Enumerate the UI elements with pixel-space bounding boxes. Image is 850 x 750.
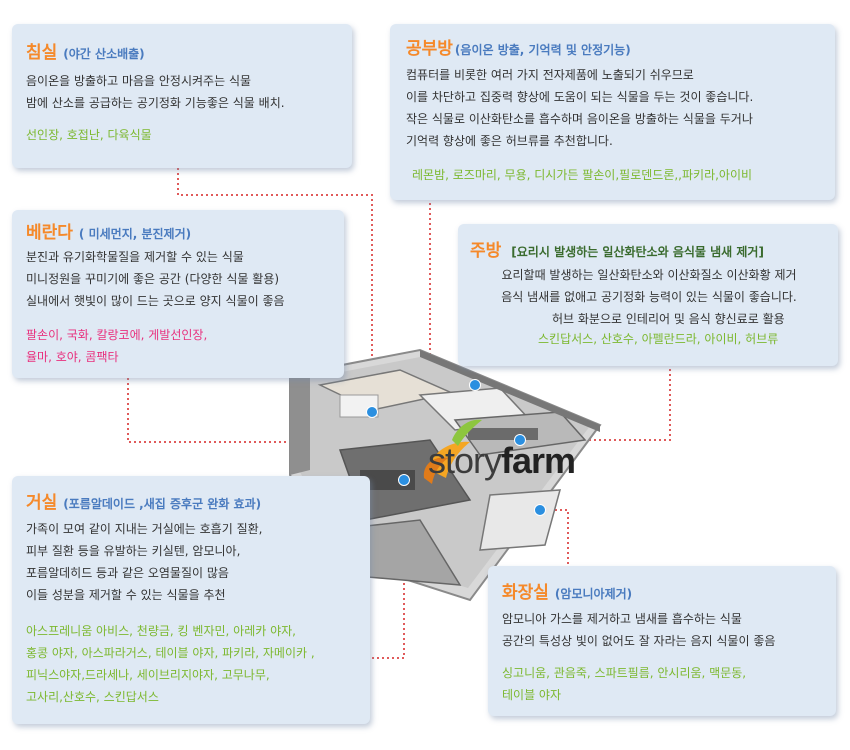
bedroom-description: 음이온을 방출하고 마음을 안정시켜주는 식물 밤에 산소를 공급하는 공기정화… (26, 70, 285, 114)
study-title: 공부방(음이온 방출, 기억력 및 안정기능) (406, 34, 631, 59)
living-description: 가족이 모여 같이 지내는 거실에는 호흡기 질환, 피부 질환 등을 유발하는… (26, 518, 262, 606)
study-title-text: 공부방 (406, 39, 453, 59)
study-plants-line: 레몬밤, 로즈마리, 무용, 디시가든 팔손이,필로덴드론,,파키라,아이비 (412, 168, 753, 182)
bathroom-plants-line: 테이블 야자 (502, 688, 562, 702)
kitchen-title: 주방 [요리시 발생하는 일산화탄소와 음식물 냄새 제거] (470, 236, 764, 261)
study-line: 기억력 향상에 좋은 허브류를 추천합니다. (406, 134, 613, 148)
bedroom-title: 침실 (야간 산소배출) (26, 38, 145, 63)
living-plants-line: 아스프레니움 아비스, 천량금, 킹 벤자민, 아레카 야자, (26, 624, 296, 638)
kitchen-title-text: 주방 (470, 241, 502, 261)
kitchen-line: 허브 화분으로 인테리어 및 음식 향신료로 활용 (552, 312, 785, 326)
veranda-line: 분진과 유기화학물질을 제거할 수 있는 식물 (26, 250, 244, 264)
kitchen-card: 주방 [요리시 발생하는 일산화탄소와 음식물 냄새 제거] 요리할때 발생하는 … (458, 224, 838, 366)
study-line: 이를 차단하고 집중력 향상에 도움이 되는 식물을 두는 것이 좋습니다. (406, 90, 754, 104)
kitchen-subtitle: [요리시 발생하는 일산화탄소와 음식물 냄새 제거] (511, 245, 764, 259)
study-description: 컴퓨터를 비롯한 여러 가지 전자제품에 노출되기 쉬우므로 이를 차단하고 집… (406, 64, 753, 152)
bathroom-card: 화장실 (암모니아제거) 암모니아 가스를 제거하고 냄새를 흡수하는 식물 공간… (488, 566, 836, 716)
living-line: 이들 성분을 제거할 수 있는 식물을 추천 (26, 588, 226, 602)
veranda-line: 미니정원을 꾸미기에 좋은 공간 (다양한 식물 활용) (26, 272, 280, 286)
bathroom-plants-line: 싱고니움, 관음죽, 스파트필름, 안시리움, 맥문동, (502, 666, 747, 680)
living-marker (398, 474, 410, 486)
logo-word-story: story (428, 440, 502, 481)
bathroom-line: 공간의 특성상 빛이 없어도 잘 자라는 음지 식물이 좋음 (502, 634, 776, 648)
logo-word-farm: farm (501, 440, 576, 481)
living-line: 가족이 모여 같이 지내는 거실에는 호흡기 질환, (26, 522, 263, 536)
bathroom-marker (534, 504, 546, 516)
study-subtitle: (음이온 방출, 기억력 및 안정기능) (454, 43, 631, 57)
veranda-title-text: 베란다 (26, 223, 73, 243)
story-farm-logo: storyfarm (428, 440, 576, 482)
bedroom-card: 침실 (야간 산소배출) 음이온을 방출하고 마음을 안정시켜주는 식물 밤에 산… (12, 24, 352, 168)
veranda-card: 베란다 ( 미세먼지, 분진제거) 분진과 유기화학물질을 제거할 수 있는 식물… (12, 210, 344, 378)
veranda-description: 분진과 유기화학물질을 제거할 수 있는 식물 미니정원을 꾸미기에 좋은 공간… (26, 246, 285, 312)
bedroom-line: 밤에 산소를 공급하는 공기정화 기능좋은 식물 배치. (26, 96, 285, 110)
veranda-subtitle: ( 미세먼지, 분진제거) (78, 227, 192, 241)
kitchen-line: 요리할때 발생하는 일산화탄소와 이산화질소 이산화황 제거 (501, 268, 797, 282)
bedroom-title-text: 침실 (26, 43, 58, 63)
living-subtitle: (포름알데이드 ,새집 증후군 완화 효과) (63, 497, 262, 511)
living-plants-line: 홍콩 야자, 아스파라거스, 테이블 야자, 파키라, 자메이카 , (26, 646, 315, 660)
kitchen-line: 음식 냄새를 없애고 공기정화 능력이 있는 식물이 좋습니다. (501, 290, 797, 304)
study-line: 작은 식물로 이산화탄소를 흡수하며 음이온을 방출하는 식물을 두거나 (406, 112, 753, 126)
study-line: 컴퓨터를 비롯한 여러 가지 전자제품에 노출되기 쉬우므로 (406, 68, 694, 82)
living-plants: 아스프레니움 아비스, 천량금, 킹 벤자민, 아레카 야자, 홍콩 야자, 아… (26, 620, 315, 708)
bedroom-marker (366, 406, 378, 418)
bedroom-subtitle: (야간 산소배출) (63, 47, 145, 61)
bedroom-line: 음이온을 방출하고 마음을 안정시켜주는 식물 (26, 74, 252, 88)
veranda-plants-line: 팔손이, 국화, 칼랑코에, 게발선인장, (26, 328, 208, 342)
veranda-plants-line: 율마, 호야, 콤팩타 (26, 350, 119, 364)
living-plants-line: 고사리,산호수, 스킨답서스 (26, 690, 159, 704)
kitchen-description: 요리할때 발생하는 일산화탄소와 이산화질소 이산화황 제거 음식 냄새를 없애… (472, 264, 826, 330)
bedroom-plants: 선인장, 호접난, 다육식물 (26, 124, 152, 146)
kitchen-marker (514, 434, 526, 446)
bathroom-description: 암모니아 가스를 제거하고 냄새를 흡수하는 식물 공간의 특성상 빛이 없어도… (502, 608, 775, 652)
veranda-title: 베란다 ( 미세먼지, 분진제거) (26, 218, 191, 243)
study-marker (469, 379, 481, 391)
bathroom-subtitle: (암모니아제거) (554, 587, 633, 601)
bedroom-plants-line: 선인장, 호접난, 다육식물 (26, 128, 152, 142)
veranda-connector (127, 378, 373, 443)
living-title: 거실 (포름알데이드 ,새집 증후군 완화 효과) (26, 488, 261, 513)
kitchen-plants: 스킨답서스, 산호수, 아펠란드라, 아이비, 허브류 (538, 328, 778, 350)
living-line: 피부 질환 등을 유발하는 키실텐, 암모니아, (26, 544, 241, 558)
veranda-plants: 팔손이, 국화, 칼랑코에, 게발선인장, 율마, 호야, 콤팩타 (26, 324, 207, 368)
bathroom-plants: 싱고니움, 관음죽, 스파트필름, 안시리움, 맥문동, 테이블 야자 (502, 662, 746, 706)
living-title-text: 거실 (26, 493, 58, 513)
bathroom-line: 암모니아 가스를 제거하고 냄새를 흡수하는 식물 (502, 612, 742, 626)
bathroom-title: 화장실 (암모니아제거) (502, 578, 632, 603)
living-plants-line: 피닉스야자,드라세나, 세이브리지야자, 고무나무, (26, 668, 270, 682)
bathroom-title-text: 화장실 (502, 583, 549, 603)
kitchen-plants-line: 스킨답서스, 산호수, 아펠란드라, 아이비, 허브류 (538, 332, 779, 346)
study-card: 공부방(음이온 방출, 기억력 및 안정기능) 컴퓨터를 비롯한 여러 가지 전… (390, 24, 835, 200)
living-line: 포름알데히드 등과 같은 오염물질이 많음 (26, 566, 229, 580)
study-plants: 레몬밤, 로즈마리, 무용, 디시가든 팔손이,필로덴드론,,파키라,아이비 (412, 164, 752, 186)
veranda-line: 실내에서 햇빛이 많이 드는 곳으로 양지 식물이 좋음 (26, 294, 285, 308)
living-card: 거실 (포름알데이드 ,새집 증후군 완화 효과) 가족이 모여 같이 지내는 거… (12, 476, 370, 724)
